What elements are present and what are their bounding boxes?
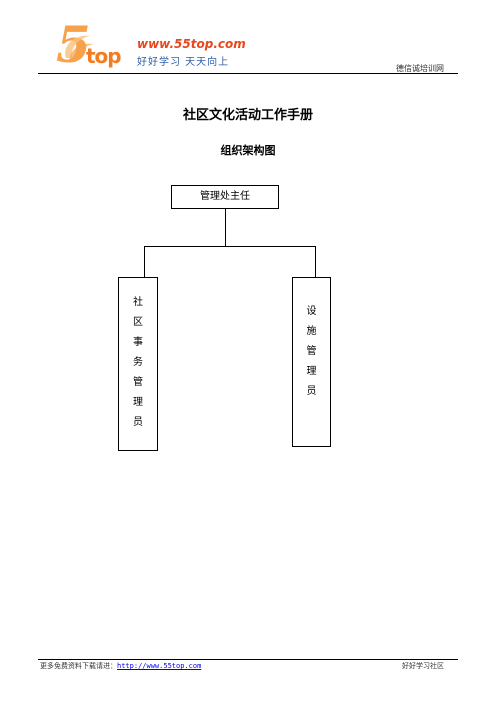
node-char: 设 xyxy=(306,306,317,317)
node-char: 员 xyxy=(133,417,143,428)
org-node-root: 管理处主任 xyxy=(171,185,279,209)
node-char: 理 xyxy=(306,366,317,377)
connector-left-down xyxy=(144,246,145,277)
node-char: 施 xyxy=(306,326,317,337)
logo-slogan: 好好学习 天天向上 xyxy=(137,57,230,68)
header-divider xyxy=(38,73,458,74)
org-node-facility-manager: 设 施 管 理 员 xyxy=(292,277,331,447)
node-char: 事 xyxy=(133,337,143,348)
footer-divider xyxy=(38,659,458,660)
footer-text: 更多免费资料下载请进： xyxy=(40,662,117,670)
chart-title: 组织架构图 xyxy=(220,144,276,157)
node-char: 社 xyxy=(133,297,143,308)
connector-horizontal xyxy=(144,246,316,247)
node-char: 管 xyxy=(133,377,143,388)
footer-community: 好好学习社区 xyxy=(402,662,444,670)
node-label-vertical: 设 施 管 理 员 xyxy=(293,278,330,402)
node-char: 务 xyxy=(133,357,143,368)
site-name: 德信诚培训网 xyxy=(396,64,444,73)
document-title: 社区文化活动工作手册 xyxy=(182,108,313,123)
logo-swirl-icon xyxy=(65,35,94,62)
logo-brand: top xyxy=(86,44,122,68)
connector-root-down xyxy=(225,208,226,246)
connector-right-down xyxy=(315,246,316,277)
node-char: 管 xyxy=(306,346,317,357)
footer-download-note: 更多免费资料下载请进：http://www.55top.com xyxy=(40,661,201,671)
node-label-vertical: 社 区 事 务 管 理 员 xyxy=(119,278,157,433)
site-logo[interactable]: 5 top www.55top.com 好好学习 天天向上 xyxy=(56,20,246,76)
node-char: 员 xyxy=(306,386,317,397)
logo-url: www.55top.com xyxy=(137,37,246,51)
node-char: 理 xyxy=(133,397,143,408)
node-char: 区 xyxy=(133,317,143,328)
org-node-community-affairs: 社 区 事 务 管 理 员 xyxy=(118,277,158,451)
footer-link[interactable]: http://www.55top.com xyxy=(117,662,202,670)
